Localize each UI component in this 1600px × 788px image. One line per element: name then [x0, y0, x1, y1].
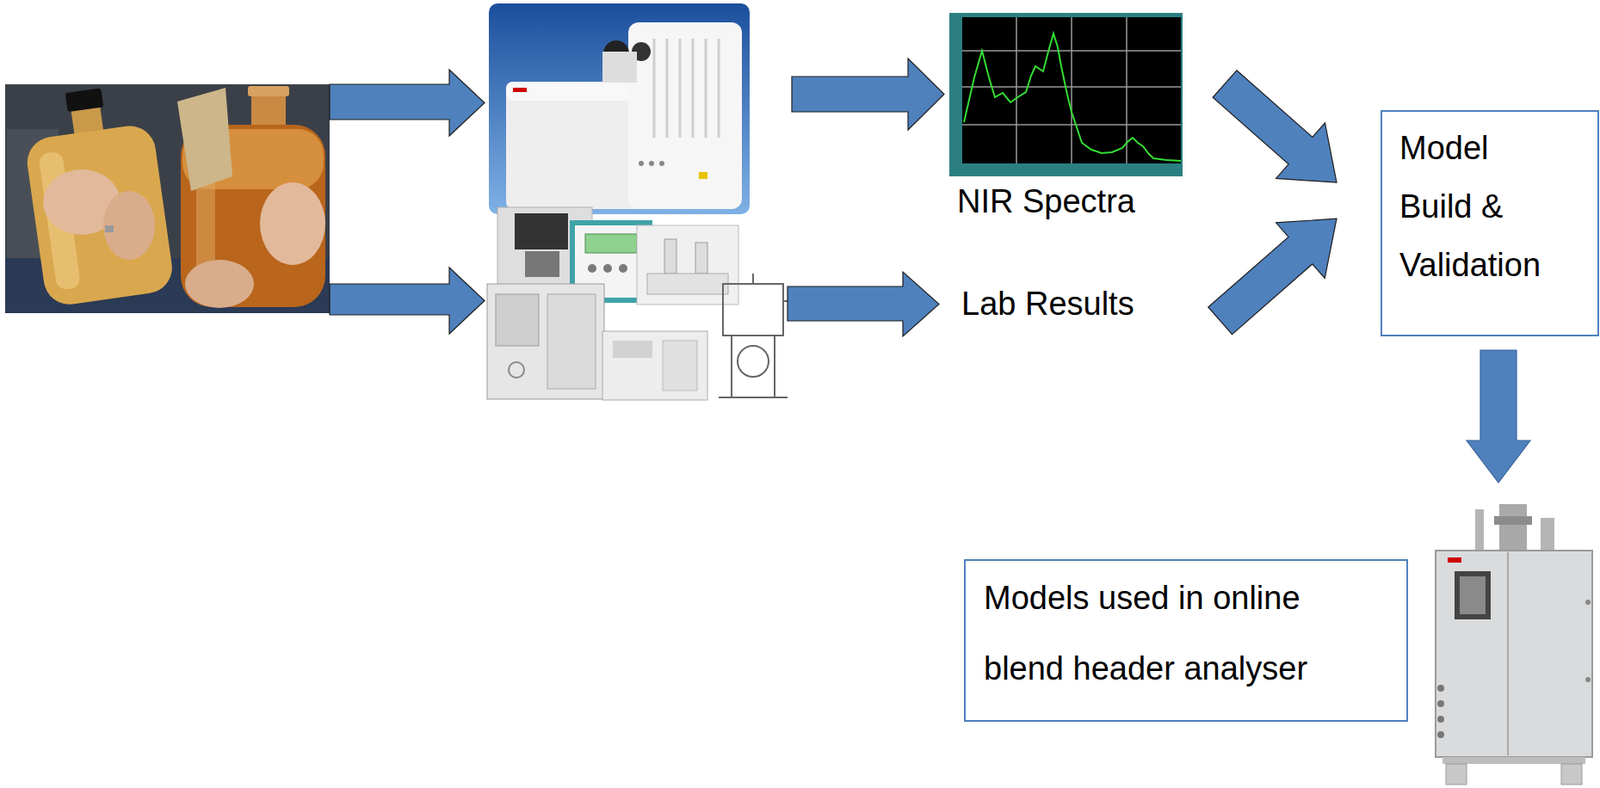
lab-instruments-photo-part [752, 273, 754, 285]
online-analyser-cabinet-part [1585, 599, 1591, 606]
lab-instruments-photo-part [718, 273, 794, 398]
lab-instruments-photo-part [587, 264, 597, 273]
nir-spectra-plot-part [962, 123, 1181, 126]
online-analyser-cabinet-part [1585, 677, 1591, 683]
process-box: Model Build & Validation [1380, 110, 1600, 337]
block-arrow [791, 58, 945, 130]
lab-instruments-photo-part [525, 251, 560, 278]
online-analyser-cabinet-part [1540, 518, 1555, 553]
result-label-node: Lab Results [961, 282, 1135, 331]
nir-spectra-plot-part [949, 12, 1183, 177]
online-analyser-cabinet-part [1507, 552, 1509, 756]
lab-instruments-photo [487, 207, 794, 401]
lab-instruments-photo-part [695, 242, 708, 274]
sample-bottles-photo-part [105, 225, 114, 233]
lab-instruments-photo-part [602, 331, 708, 401]
block-arrow-connector [1208, 218, 1337, 334]
online-analyser-cabinet-part [1459, 576, 1486, 615]
block-arrow [787, 271, 939, 337]
online-analyser-cabinet-part [1437, 716, 1445, 723]
online-analyser-cabinet-part [1454, 571, 1491, 620]
lab-instruments-photo-part [487, 284, 605, 400]
sample-bottles-photo-part [24, 123, 176, 309]
online-analyser-cabinet-part [1437, 731, 1445, 739]
nir-spectra-plot-part [962, 86, 1181, 88]
lab-instruments-photo-part [612, 340, 653, 359]
spectra-node: NIR Spectra [949, 12, 1183, 229]
nir-analyser-photo-part [506, 81, 644, 210]
lab-instruments-photo-part [722, 284, 784, 336]
nir-analyser-photo-part [638, 160, 644, 167]
nir-analyser-photo-part [659, 160, 665, 167]
lab-instruments-photo-part [585, 234, 637, 254]
nir-spectra-plot-part [962, 49, 1181, 52]
nir-analyser-photo-part [488, 3, 750, 215]
sample-bottles-photo-part [247, 86, 290, 97]
sample-bottles-photo [5, 81, 330, 314]
process-box: Models used in online blend header analy… [963, 559, 1409, 723]
sample-bottles-photo-part [18, 81, 175, 309]
nir-spectra-plot-part [1070, 17, 1073, 164]
block-arrow [329, 69, 485, 136]
nir-analyser-photo-part [666, 38, 669, 138]
online-analyser-cabinet [1435, 504, 1593, 785]
lab-instruments-photo-part [647, 273, 729, 295]
online-analyser-cabinet-part [1499, 504, 1527, 553]
online-analyser-cabinet-part [1561, 764, 1582, 785]
lab-instruments-photo-part [508, 362, 525, 378]
nir-analyser-photo-part [691, 38, 695, 138]
online-analyser-cabinet-part [1442, 757, 1586, 765]
block-arrow-connector [1212, 70, 1337, 183]
lab-instruments-photo-part [547, 294, 596, 390]
nir-spectra-plot [949, 12, 1183, 177]
lab-instruments-photo-part [730, 335, 733, 398]
nir-analyser-photo-part [717, 38, 721, 138]
sample-bottles-photo-part [177, 87, 233, 192]
online-analyser-cabinet-part [1437, 700, 1445, 708]
sample-bottles-photo-part [259, 182, 326, 266]
nir-spectra-plot-part [1015, 17, 1018, 164]
lab-instruments-photo-part [662, 340, 698, 391]
nir-analyser-photo-part [512, 87, 527, 93]
nir-analyser-photo-part [704, 38, 708, 138]
sample-bottles-photo-part [185, 259, 254, 309]
block-arrow [329, 267, 485, 334]
nir-analyser-photo-part [506, 81, 644, 101]
node-text: Model Build & Validation [1399, 118, 1563, 295]
online-analyser-cabinet-part [1437, 685, 1445, 692]
online-analyser-cabinet-part [1445, 764, 1467, 785]
node-text: NIR Spectra [957, 179, 1183, 223]
sample-bottles-photo-part [65, 87, 105, 112]
node-text: Lab Results [961, 282, 1135, 326]
lab-instruments-photo-part [664, 239, 677, 274]
nir-analyser-photo-part [698, 172, 708, 180]
online-analyser-cabinet-part [1475, 509, 1484, 553]
node-text: Models used in online blend header analy… [983, 562, 1363, 705]
nir-analyser-photo-part [628, 22, 742, 210]
sample-bottles-photo-part [5, 84, 330, 314]
nir-spectra-plot-part [963, 33, 1181, 161]
lab-instruments-photo-part [737, 345, 769, 377]
sample-bottles-photo-part [103, 191, 155, 260]
block-arrow [1466, 350, 1531, 483]
nir-analyser-photo-part [602, 51, 637, 83]
online-analyser-cabinet-part [1494, 516, 1533, 526]
nir-analyser-photo-part [653, 38, 656, 138]
online-analyser-cabinet-part [1435, 550, 1593, 758]
lab-instruments-photo-part [773, 335, 776, 398]
lab-instruments-photo-part [718, 396, 788, 399]
nir-spectra-plot-part [962, 17, 1181, 164]
nir-spectra-plot-part [962, 17, 1181, 164]
nir-analyser-photo-part [679, 38, 682, 138]
lab-instruments-photo-part [603, 264, 612, 273]
lab-instruments-photo-part [618, 264, 628, 273]
lab-instruments-photo-part [495, 294, 539, 346]
online-analyser-cabinet-part [1447, 557, 1462, 563]
nir-analyser-photo-part [648, 160, 655, 167]
lab-instruments-photo-part [514, 213, 569, 250]
nir-analyser-photo [488, 3, 750, 215]
